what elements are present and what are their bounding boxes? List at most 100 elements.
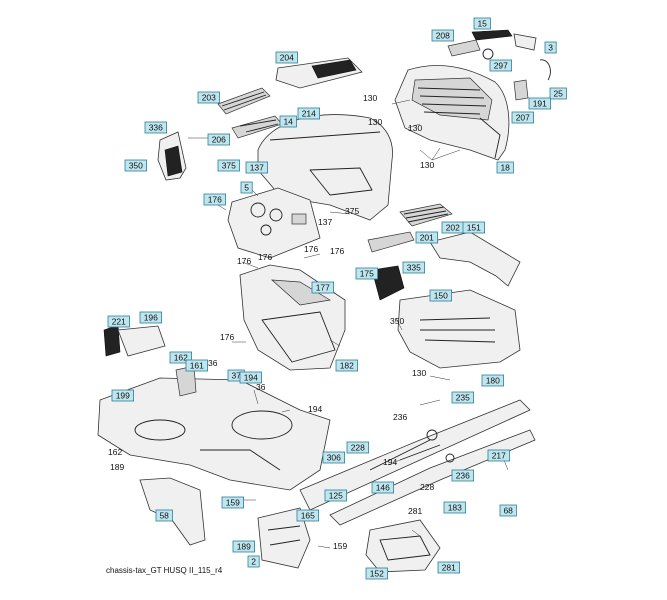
grille-part (217, 87, 271, 115)
callout-box-176: 176 (203, 193, 227, 206)
callout-plain-176: 176 (220, 332, 234, 342)
callout-box-frame (511, 111, 535, 124)
callout-number: 146 (376, 483, 390, 493)
callout-number: 297 (494, 61, 508, 71)
callout-number: 196 (144, 313, 158, 323)
callout-box-frame (437, 561, 461, 574)
callout-number: 236 (456, 471, 470, 481)
grille-202 (399, 203, 453, 227)
callout-plain-176: 176 (304, 244, 318, 254)
callout-box-68: 68 (499, 504, 517, 517)
callout-box-151: 151 (462, 221, 486, 234)
callout-number: 208 (436, 31, 450, 41)
callout-number: 150 (434, 291, 448, 301)
callout-box-208: 208 (431, 29, 455, 42)
callout-box-217: 217 (487, 449, 511, 462)
callout-plain-194: 194 (308, 404, 322, 414)
callout-box-frame (311, 281, 335, 294)
callout-box-202: 202 (441, 221, 465, 234)
callout-box-162: 162 (169, 351, 193, 364)
callout-number: 5 (244, 183, 249, 193)
callout-box-14: 14 (279, 115, 297, 128)
callout-box-frame (489, 59, 513, 72)
callout-box-frame (371, 481, 395, 494)
diagram-caption: chassis-tax_GT HUSQ II_115_r4 (106, 566, 223, 575)
callout-box-frame (232, 540, 256, 553)
callout-box-frame (451, 469, 475, 482)
callout-box-207: 207 (511, 111, 535, 124)
callout-number: 165 (301, 511, 315, 521)
callout-number: 152 (370, 569, 384, 579)
callout-box-58: 58 (155, 509, 173, 522)
callout-box-frame (279, 115, 297, 128)
callout-plain-36: 36 (256, 382, 266, 392)
callout-number: 194 (244, 373, 258, 383)
callout-box-18: 18 (496, 161, 514, 174)
callout-box-frame (496, 161, 514, 174)
grille-201 (367, 231, 415, 253)
callout-box-235: 235 (451, 391, 475, 404)
callout-box-228: 228 (346, 441, 370, 454)
callout-number: 15 (477, 19, 487, 29)
callout-box-frame (169, 351, 193, 364)
callout-plain-137: 137 (318, 217, 332, 227)
callout-box-214: 214 (297, 107, 321, 120)
callout-box-180: 180 (481, 374, 505, 387)
callout-box-frame (487, 449, 511, 462)
callout-number: 335 (407, 263, 421, 273)
callout-box-frame (124, 159, 148, 172)
callout-box-297: 297 (489, 59, 513, 72)
callout-number: 177 (316, 283, 330, 293)
callout-box-306: 306 (322, 451, 346, 464)
callout-box-frame (296, 509, 320, 522)
callout-number: 2 (251, 557, 256, 567)
callout-number: 180 (486, 376, 500, 386)
callout-box-frame (431, 29, 455, 42)
callout-plain-375: 375 (345, 206, 359, 216)
callout-number: 161 (190, 361, 204, 371)
callout-box-281: 281 (437, 561, 461, 574)
callout-number: 191 (533, 99, 547, 109)
callout-box-frame (144, 121, 168, 134)
callout-box-194: 194 (239, 371, 263, 384)
callout-box-frame (355, 267, 379, 280)
callout-plain-176: 176 (258, 252, 272, 262)
callout-box-frame (549, 87, 567, 100)
callout-number: 176 (208, 195, 222, 205)
callout-box-159: 159 (221, 496, 245, 509)
callout-box-frame (346, 441, 370, 454)
callout-box-177: 177 (311, 281, 335, 294)
callout-box-191: 191 (528, 97, 552, 110)
callout-number: 37 (231, 371, 241, 381)
callout-box-165: 165 (296, 509, 320, 522)
callout-box-175: 175 (355, 267, 379, 280)
callout-number: 199 (116, 391, 130, 401)
callout-box-189: 189 (232, 540, 256, 553)
callout-box-frame (203, 193, 227, 206)
callout-number: 221 (112, 317, 126, 327)
callout-box-frame (322, 451, 346, 464)
lower-front-panel (239, 264, 346, 371)
callout-number: 14 (283, 117, 293, 127)
callout-box-15: 15 (473, 17, 491, 30)
callout-box-125: 125 (324, 489, 348, 502)
callout-box-204: 204 (275, 51, 299, 64)
callout-number: 183 (448, 503, 462, 513)
callout-box-frame (402, 261, 426, 274)
callout-box-frame (462, 221, 486, 234)
callout-plain-130: 130 (412, 368, 426, 378)
callout-box-frame (207, 133, 231, 146)
hood-part (394, 65, 510, 161)
callout-number: 159 (226, 498, 240, 508)
callout-number: 350 (129, 161, 143, 171)
callout-plain-36: 36 (208, 358, 218, 368)
callout-number: 336 (149, 123, 163, 133)
callout-box-frame (221, 496, 245, 509)
callout-number: 25 (553, 89, 563, 99)
callout-number: 204 (280, 53, 294, 63)
callout-box-203: 203 (197, 91, 221, 104)
callout-box-frame (185, 359, 209, 372)
